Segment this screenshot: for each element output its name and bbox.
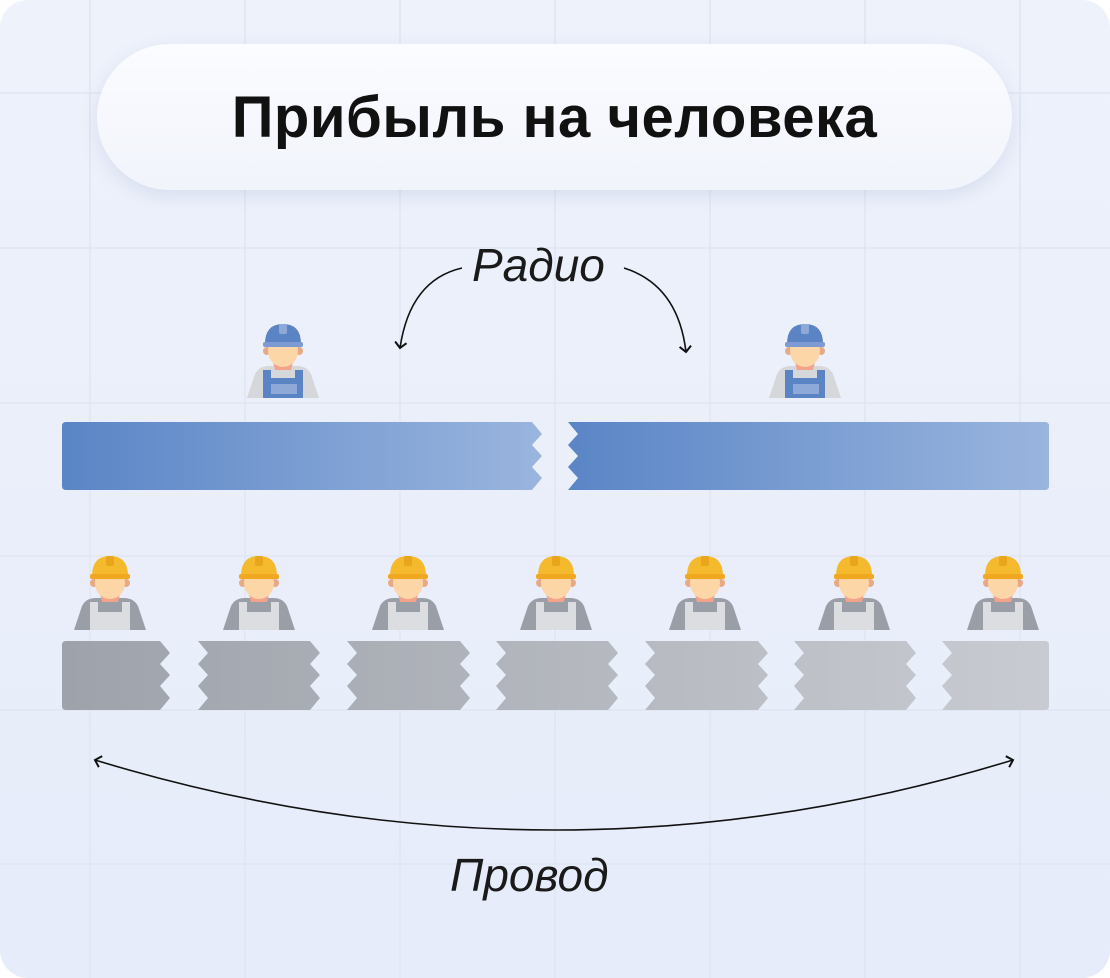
radio-worker-icon (769, 324, 841, 398)
radio-segment-bar (568, 422, 1049, 490)
wire-segment-bar (62, 641, 170, 710)
wire-worker-icon (372, 556, 444, 630)
wire-double-arrow (93, 755, 1015, 831)
wire-workers (74, 556, 1039, 630)
wire-segment-bar (496, 641, 618, 710)
title-pill: Прибыль на человека (97, 44, 1012, 190)
wire-worker-icon (818, 556, 890, 630)
radio-worker-icon (247, 324, 319, 398)
radio-arrow-right (623, 267, 692, 354)
wire-worker-icon (223, 556, 295, 630)
wire-worker-icon (520, 556, 592, 630)
wire-segment-bar (347, 641, 470, 710)
radio-segment-bar (62, 422, 542, 490)
wire-worker-icon (967, 556, 1039, 630)
wire-segment-bar (198, 641, 320, 710)
wire-worker-icon (669, 556, 741, 630)
radio-label: Радио (472, 239, 605, 291)
radio-arrow-left (394, 267, 463, 350)
page-title: Прибыль на человека (231, 84, 878, 150)
wire-segment-bar (645, 641, 768, 710)
wire-segments (62, 641, 1049, 710)
wire-worker-icon (74, 556, 146, 630)
wire-segment-bar (794, 641, 916, 710)
wire-label: Провод (450, 849, 609, 901)
wire-segment-bar (942, 641, 1049, 710)
